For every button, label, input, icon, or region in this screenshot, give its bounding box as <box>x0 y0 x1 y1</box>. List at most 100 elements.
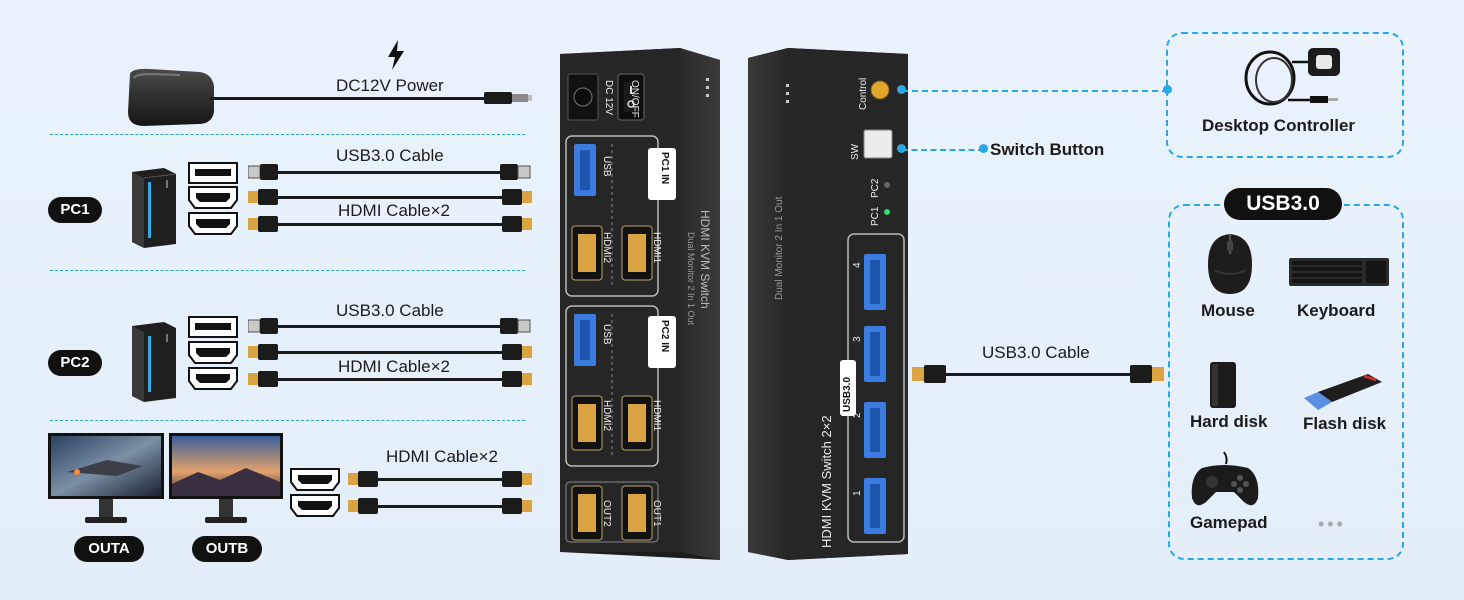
hdmi-plug-icon <box>248 189 278 205</box>
hdmi-plug-icon <box>502 471 532 487</box>
usb30-badge: USB3.0 <box>1224 188 1342 220</box>
lightning-icon <box>388 40 404 70</box>
hdmi-cable <box>370 478 510 481</box>
desktop-controller-box <box>1166 32 1404 158</box>
hdmi-port-icon <box>188 212 238 235</box>
device-label: Gamepad <box>1190 513 1268 532</box>
power-label: DC12V Power <box>336 76 444 95</box>
mouse-icon <box>1208 234 1252 294</box>
usb-cable-label: USB3.0 Cable <box>982 343 1090 362</box>
out1-label: OUT1 <box>651 500 662 527</box>
usb-plug-icon <box>912 365 946 383</box>
usb-plug-icon <box>1130 365 1164 383</box>
connector-dot <box>897 85 906 94</box>
pc1-in-label: PC1 IN <box>659 152 670 185</box>
kvm-switch-back <box>748 48 908 560</box>
hdmi-plug-icon <box>248 371 278 387</box>
more-devices-indicator: ••• <box>1318 514 1346 534</box>
monitor-icon <box>48 433 164 523</box>
flash-disk-icon <box>1304 374 1382 410</box>
power-adapter-icon <box>128 68 214 126</box>
usb-port-number: 1 <box>852 490 863 496</box>
onoff-label: ON/OFF <box>629 80 640 118</box>
hdmi1-label: HDMI1 <box>651 400 662 432</box>
desktop-controller-icon <box>1244 48 1340 106</box>
sw-label: SW <box>850 143 861 160</box>
pc1-led-label: PC1 <box>870 206 881 226</box>
hdmi-plug-icon <box>502 371 532 387</box>
hdmi-cable <box>270 378 510 381</box>
device-label: Keyboard <box>1297 301 1376 320</box>
hdmi-cable <box>270 196 510 199</box>
device-label: Hard disk <box>1190 412 1268 431</box>
device-label: Flash disk <box>1303 414 1387 433</box>
hdmi-cable <box>270 223 510 226</box>
switch-name: HDMI KVM Switch <box>698 210 712 309</box>
usb-plug-icon <box>248 318 278 334</box>
outa-badge: OUTA <box>74 536 144 562</box>
divider-line <box>50 134 525 135</box>
out2-label: OUT2 <box>601 500 612 527</box>
control-label: Control <box>858 77 869 110</box>
usb-plug-icon <box>500 164 531 180</box>
usb-port-icon <box>188 162 238 184</box>
divider-line <box>50 270 525 271</box>
pc2-in-label: PC2 IN <box>659 320 670 353</box>
hdmi-port-icon <box>290 494 340 517</box>
pc2-led-label: PC2 <box>870 178 881 198</box>
usb-cable <box>270 325 510 328</box>
usb30-port-label: USB3.0 <box>842 376 853 412</box>
hdmi-plug-icon <box>348 498 378 514</box>
usb-label: USB <box>601 156 612 177</box>
hdmi-plug-icon <box>502 189 532 205</box>
usb-label: USB <box>601 324 612 345</box>
keyboard-icon <box>1289 258 1389 286</box>
switch-back-subtitle: Dual Monitor 2 In 1 Out <box>774 196 785 300</box>
device-label: Mouse <box>1201 301 1255 320</box>
usb-plug-icon <box>248 164 278 180</box>
hdmi1-label: HDMI1 <box>651 232 662 264</box>
monitor-icon <box>169 433 283 523</box>
usb-cable-label: USB3.0 Cable <box>336 146 444 165</box>
connector-dot <box>897 144 906 153</box>
hdmi-plug-icon <box>502 216 532 232</box>
usb-plug-icon <box>500 318 531 334</box>
hdmi-plug-icon <box>348 471 378 487</box>
switch-subtitle: Dual Monitor 2 In 1 Out <box>686 232 696 326</box>
dc12v-label: DC 12V <box>603 80 614 116</box>
hdmi-plug-icon <box>502 344 532 360</box>
hdmi-port-icon <box>188 341 238 364</box>
hdmi-plug-icon <box>248 216 278 232</box>
hdmi-cable-label: HDMI Cable×2 <box>386 447 498 466</box>
hdmi2-label: HDMI2 <box>601 232 612 264</box>
usb-cable <box>932 373 1150 376</box>
divider-line <box>50 420 525 421</box>
hdmi-cable-label: HDMI Cable×2 <box>338 201 450 220</box>
hdmi-plug-icon <box>248 344 278 360</box>
hdmi-port-icon <box>290 468 340 491</box>
kvm-switch-front <box>560 48 720 560</box>
hdmi-cable-label: HDMI Cable×2 <box>338 357 450 376</box>
usb-port-number: 4 <box>852 262 863 268</box>
hdmi-cable <box>370 505 510 508</box>
control-connector-line <box>902 90 1168 92</box>
hard-disk-icon <box>1210 362 1236 408</box>
usb-cable <box>270 171 510 174</box>
gamepad-icon <box>1191 451 1259 506</box>
switch-connector-line <box>902 149 984 151</box>
power-cable <box>210 97 490 100</box>
pc-tower-icon <box>132 322 176 402</box>
switch-back-name: HDMI KVM Switch 2×2 <box>819 415 834 548</box>
switch-button-label: Switch Button <box>990 140 1105 159</box>
hdmi-plug-icon <box>502 498 532 514</box>
usb-port-number: 2 <box>852 412 863 418</box>
usb-port-icon <box>188 316 238 338</box>
desktop-controller-label: Desktop Controller <box>1202 116 1356 135</box>
pc2-badge: PC2 <box>48 350 102 376</box>
usb-port-number: 3 <box>852 336 863 342</box>
hdmi2-label: HDMI2 <box>601 400 612 432</box>
hdmi-port-icon <box>188 367 238 390</box>
hdmi-port-icon <box>188 186 238 209</box>
pc-tower-icon <box>132 168 177 248</box>
